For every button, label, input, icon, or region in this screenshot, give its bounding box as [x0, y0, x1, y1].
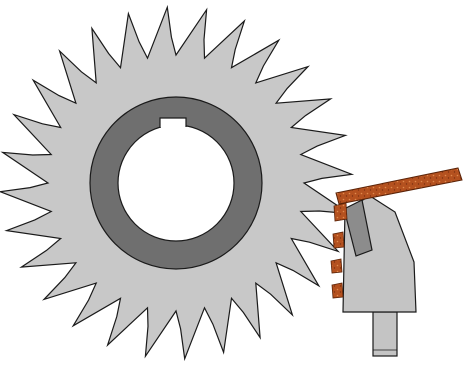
arbor-bore — [118, 125, 234, 241]
holder-shank — [373, 312, 397, 356]
chip — [332, 283, 343, 298]
chip — [334, 203, 347, 221]
workpiece-bar — [336, 168, 462, 204]
chip — [333, 232, 344, 248]
chip — [331, 259, 342, 273]
